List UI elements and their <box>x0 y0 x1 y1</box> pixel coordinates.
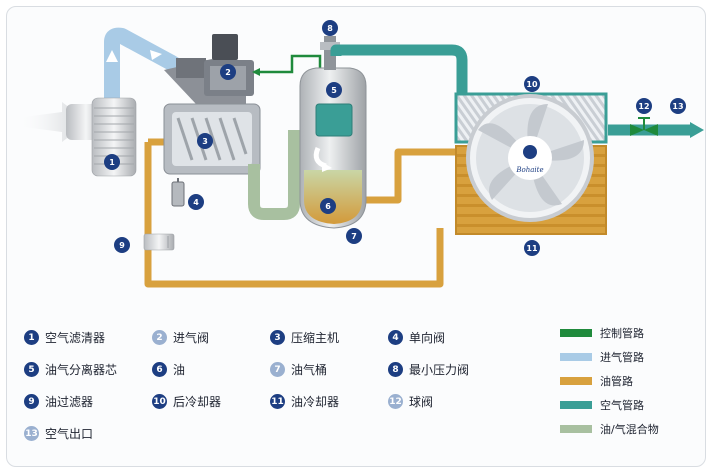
marker-number: 2 <box>225 68 231 77</box>
marker-number: 9 <box>119 241 125 250</box>
marker-number: 8 <box>327 24 333 33</box>
marker-number: 11 <box>526 244 538 253</box>
marker-number: 13 <box>672 102 683 111</box>
marker-2: 2 <box>220 64 236 80</box>
marker-number: 1 <box>109 158 115 167</box>
marker-number: 4 <box>193 198 199 207</box>
marker-9: 9 <box>114 237 130 253</box>
cooling-fan: Bohaite <box>466 94 594 222</box>
air-filter <box>66 97 137 177</box>
marker-6: 6 <box>320 198 336 214</box>
marker-5: 5 <box>326 82 342 98</box>
marker-3: 3 <box>197 133 213 149</box>
intake-line <box>104 27 201 100</box>
marker-12: 12 <box>636 98 652 114</box>
ball-valve <box>630 117 658 136</box>
check-valve <box>171 178 185 207</box>
marker-13: 13 <box>670 98 686 114</box>
marker-number: 7 <box>351 232 357 241</box>
outlet-arrowhead <box>690 122 704 138</box>
marker-number: 10 <box>526 80 538 89</box>
min-pressure-valve <box>320 36 340 70</box>
component-markers: 1 2 3 4 5 6 7 8 9 10 11 12 13 <box>104 20 686 256</box>
mixture-line <box>248 130 300 220</box>
marker-number: 6 <box>325 202 331 211</box>
fan-logo-text: Bohaite <box>515 166 543 174</box>
marker-7: 7 <box>346 228 362 244</box>
marker-8: 8 <box>322 20 338 36</box>
marker-number: 3 <box>202 137 208 146</box>
marker-number: 5 <box>331 86 337 95</box>
marker-4: 4 <box>188 194 204 210</box>
oil-filter <box>143 233 175 251</box>
control-line <box>252 54 322 76</box>
marker-11: 11 <box>524 240 540 256</box>
oil-gas-tank <box>299 67 367 229</box>
marker-number: 12 <box>638 102 649 111</box>
marker-10: 10 <box>524 76 540 92</box>
marker-1: 1 <box>104 154 120 170</box>
